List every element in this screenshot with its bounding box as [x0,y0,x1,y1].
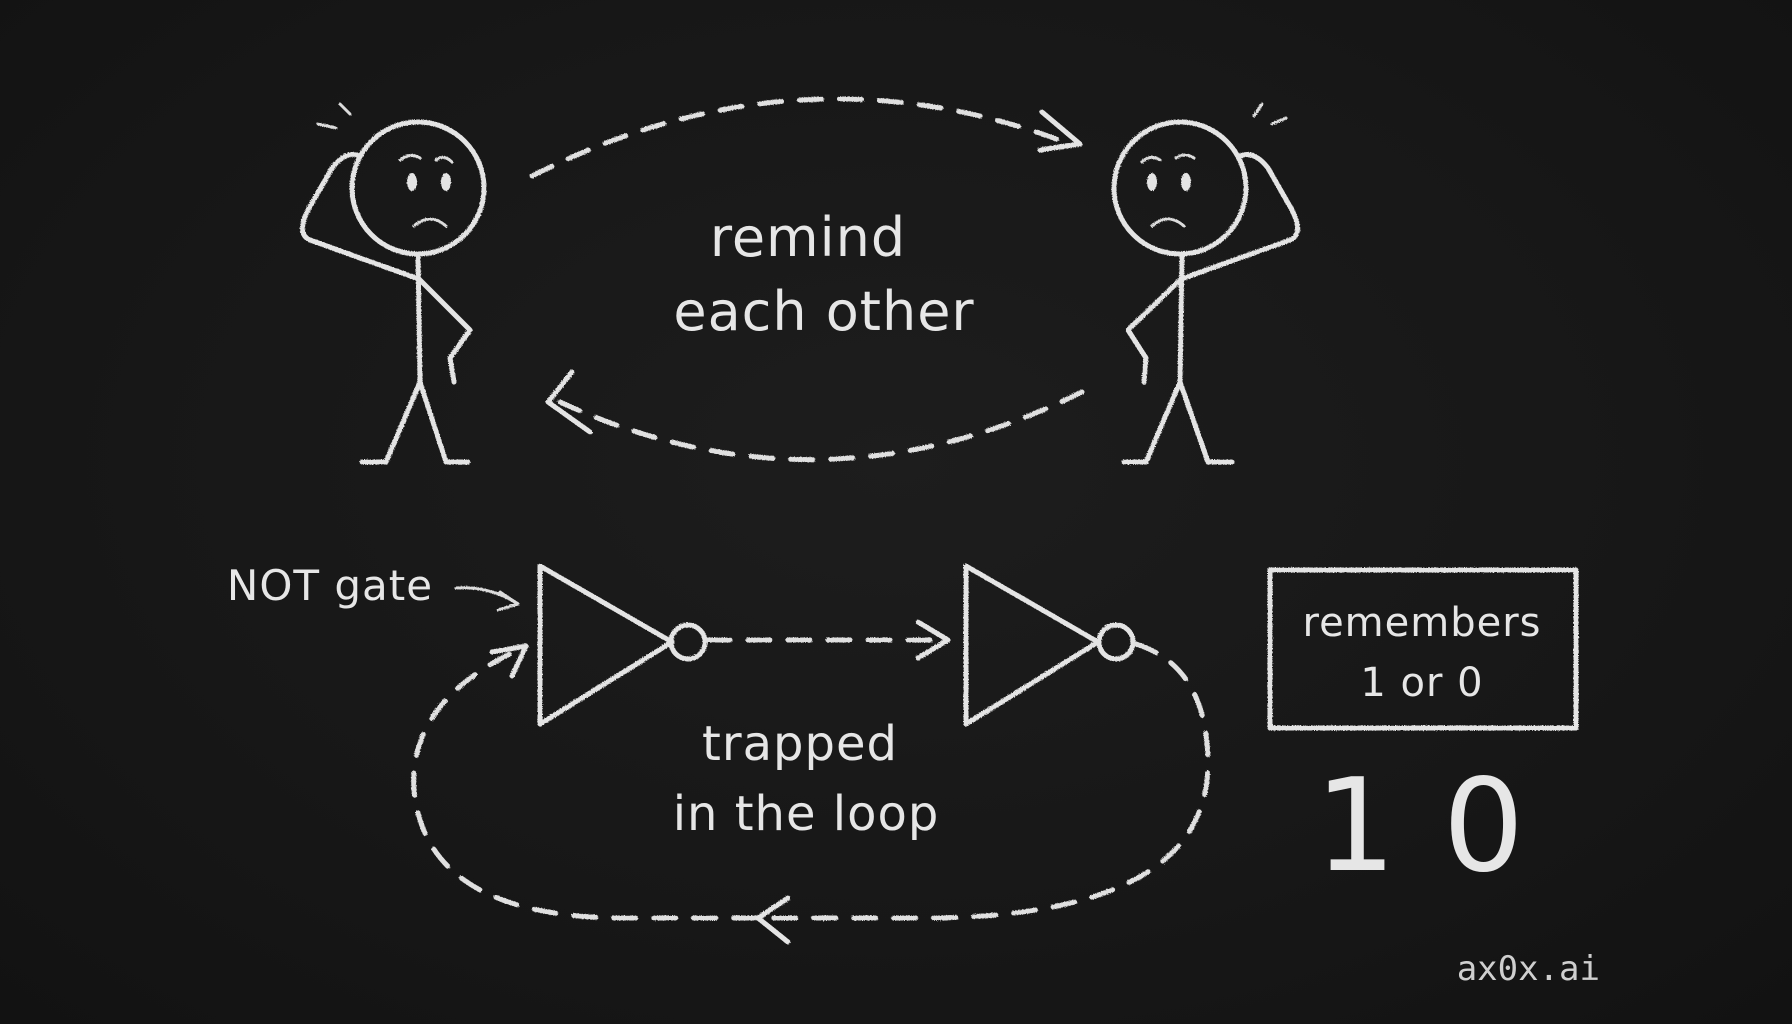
arrowhead-icon [496,590,520,612]
not-gate-triangle [537,563,675,727]
bit-one: 1 [1315,752,1397,901]
right-figure-eyebrow [1174,153,1196,160]
left-figure-leg [359,379,423,465]
left-stick-figure [300,102,487,465]
right-figure-leg [1121,379,1183,465]
right-figure-eye [1181,173,1191,191]
left-figure-head [349,119,487,257]
left-figure-leg [417,379,471,465]
left-figure-raised-arm [300,152,419,281]
not-gate-label: NOT gate [227,561,433,610]
arrowhead-left-icon [755,895,791,945]
right-figure-eye [1147,173,1157,191]
worry-mark [338,102,352,116]
worry-mark [1270,116,1288,126]
top-dashed-arrow [529,96,1073,179]
memory-box-line2: 1 or 0 [1360,660,1483,706]
loop-label-line2: in the loop [673,786,940,842]
bit-zero: 0 [1443,752,1525,901]
not-gate-bubble [668,622,708,662]
left-figure-hip-arm [417,277,473,385]
reminder-label-line1: remind [710,206,906,269]
arrowhead-right-icon [915,619,951,661]
right-figure-frown [1150,217,1186,228]
left-figure-eye [407,173,417,191]
right-figure-body [1177,251,1185,385]
left-figure-eye [441,173,451,191]
right-figure-head [1111,119,1249,257]
left-figure-eyebrow [434,155,454,164]
left-figure-body [415,251,423,385]
arrowhead-up-right-icon [489,643,529,679]
reminder-label-line2: each other [673,280,974,343]
not-gate-triangle [963,563,1101,727]
feedback-loop-dashed [411,641,1211,921]
right-figure-leg [1177,379,1235,465]
not-gate-2 [963,563,1136,727]
left-figure-eyebrow [398,153,422,162]
bottom-dashed-arrow [557,389,1085,462]
arrowhead-right-icon [1037,109,1083,153]
right-figure-raised-arm [1181,152,1300,281]
worry-mark [1252,102,1264,118]
right-stick-figure [1111,102,1300,465]
memory-box-line1: remembers [1303,600,1542,646]
label-pointer-arrow [454,586,520,606]
right-figure-eyebrow [1140,155,1162,164]
memory-box [1267,567,1579,731]
not-gate-1 [537,563,708,727]
left-figure-frown [412,217,448,228]
loop-label-line1: trapped [702,716,898,772]
worry-mark [316,122,338,130]
not-gate-bubble [1096,622,1136,662]
right-figure-hip-arm [1125,277,1183,385]
watermark: ax0x.ai [1457,949,1600,989]
arrowhead-left-icon [545,369,593,435]
